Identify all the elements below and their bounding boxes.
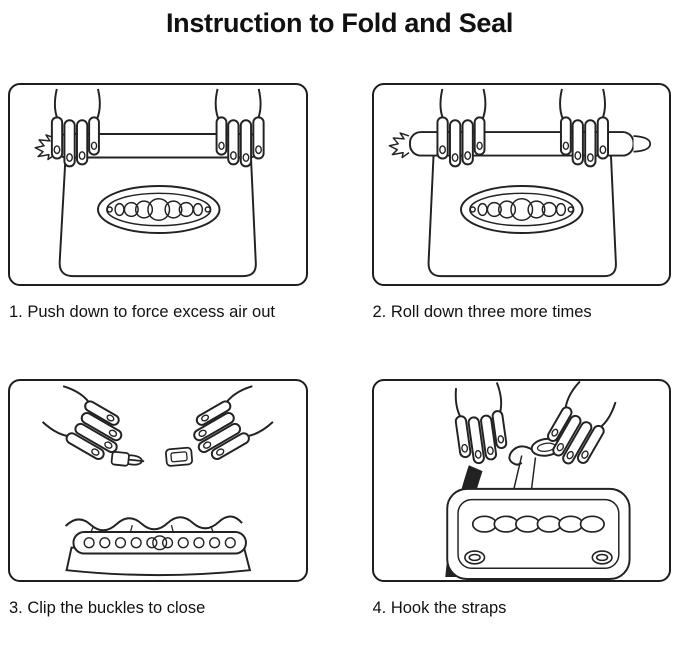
step-2-panel xyxy=(371,83,671,286)
step-1-push-down-illustration xyxy=(34,87,265,278)
corner-loops xyxy=(463,549,613,565)
folded-top-edge xyxy=(64,515,243,531)
step-3-clip-buckles-illustration xyxy=(39,383,277,576)
crinkle-marks xyxy=(89,524,215,534)
step-2-caption: 2. Roll down three more times xyxy=(372,303,592,321)
step-3-caption: 3. Clip the buckles to close xyxy=(9,598,206,617)
step-2-roll-down-illustration xyxy=(388,87,651,278)
step-1-panel xyxy=(8,83,308,286)
crumpled-strap-end xyxy=(388,132,409,159)
step-1-caption: 1. Push down to force excess air out xyxy=(9,303,275,321)
step-4-caption: 4. Hook the straps xyxy=(372,598,507,617)
right-hand xyxy=(183,383,277,466)
seal-band xyxy=(72,530,247,555)
crumpled-strap-end xyxy=(34,134,56,161)
oval-seal-patch xyxy=(459,184,584,235)
buckle-female xyxy=(165,446,193,467)
hook-webbing xyxy=(512,454,536,489)
right-hand xyxy=(538,380,621,473)
bag-inner-outline xyxy=(456,498,620,569)
left-hand xyxy=(449,380,510,467)
step-4-hook-straps-illustration xyxy=(444,380,631,580)
strap-tab xyxy=(632,135,651,153)
step-1: 1. Push down to force excess air out xyxy=(8,83,308,323)
step-3: 3. Clip the buckles to close xyxy=(8,378,308,619)
bag-body xyxy=(445,487,631,580)
bag-body xyxy=(65,546,252,576)
step-3-panel xyxy=(8,378,308,582)
oval-seal-patch xyxy=(96,184,221,235)
step-4-panel xyxy=(371,378,671,582)
roll-pattern xyxy=(471,515,605,533)
steps-grid: 1. Push down to force excess air out xyxy=(8,83,671,618)
page-title: Instruction to Fold and Seal xyxy=(165,8,514,38)
buckle-male xyxy=(110,450,145,467)
step-2: 2. Roll down three more times xyxy=(371,83,671,323)
step-4: 4. Hook the straps xyxy=(371,378,671,619)
